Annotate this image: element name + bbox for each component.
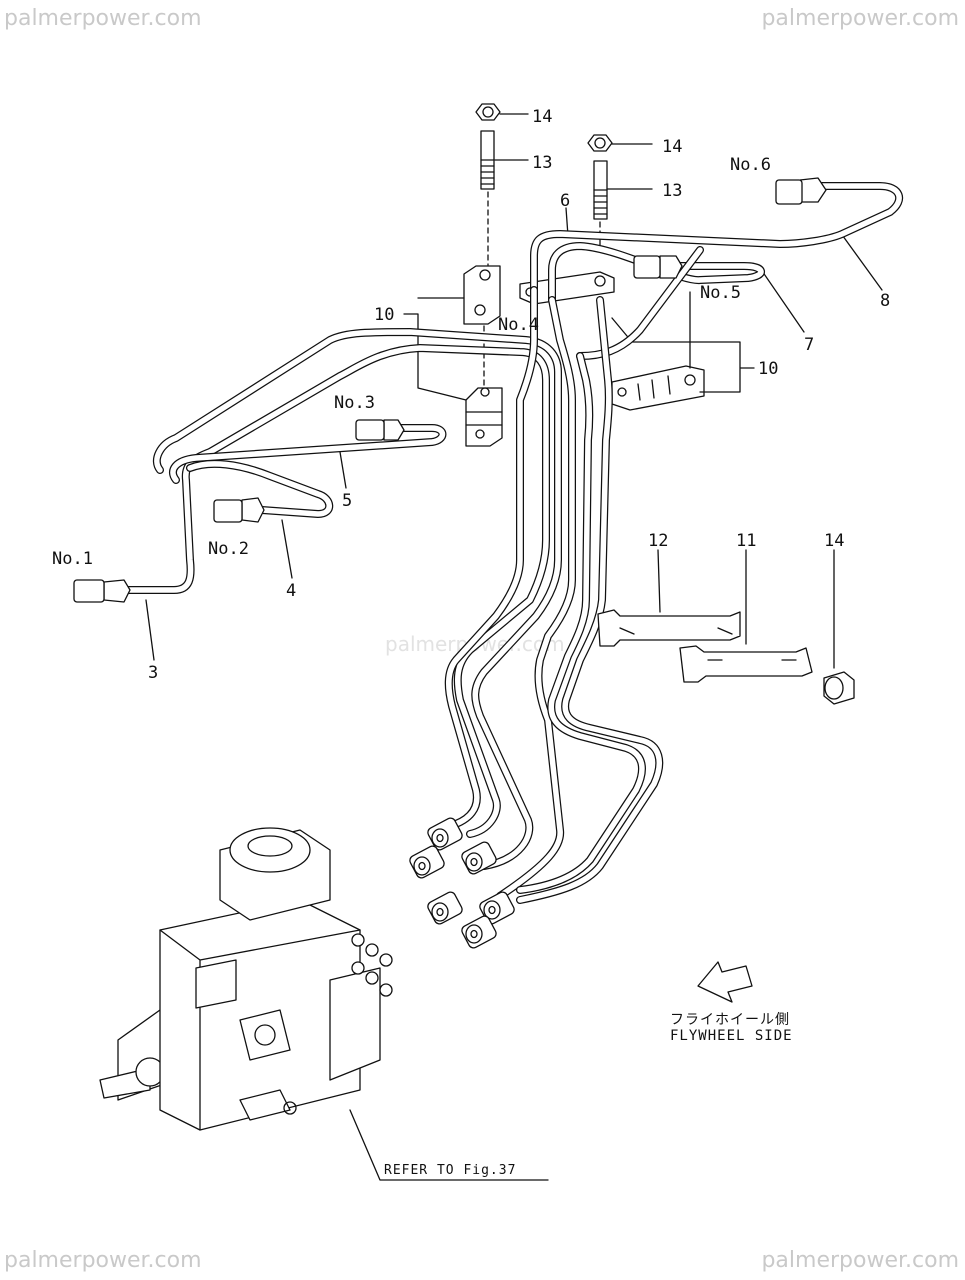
- label-no6: No.6: [730, 155, 771, 175]
- leader-refer: [349, 1109, 549, 1181]
- leader-4: [281, 519, 293, 579]
- leader-10b: [611, 291, 755, 393]
- leader-7: [759, 267, 805, 333]
- nut-14-left: [475, 103, 501, 121]
- watermark-top-left: palmerpower.com: [4, 6, 202, 31]
- nut-14-right: [587, 134, 613, 152]
- callout-7: 7: [804, 335, 814, 355]
- callout-10-right: 10: [758, 359, 778, 379]
- callout-5: 5: [342, 491, 352, 511]
- callout-14-upper-left: 14: [532, 107, 552, 127]
- pipe-5-outline: [168, 424, 447, 484]
- callout-3: 3: [148, 663, 158, 683]
- label-no1: No.1: [52, 549, 93, 569]
- leader-12: [657, 549, 661, 613]
- watermark-bottom-right: palmerpower.com: [761, 1248, 959, 1273]
- bolt-13-left: [480, 130, 495, 190]
- clamp-10-upper: [463, 265, 501, 325]
- callout-8: 8: [880, 291, 890, 311]
- callout-12: 12: [648, 531, 668, 551]
- leader-8: [839, 231, 883, 291]
- label-no5: No.5: [700, 283, 741, 303]
- callout-11: 11: [736, 531, 756, 551]
- callout-14-upper-right: 14: [662, 137, 682, 157]
- leader-3: [145, 599, 155, 661]
- pipe-nut-no1: [73, 579, 131, 603]
- callout-13-upper-left: 13: [532, 153, 552, 173]
- pipe-nut-no3: [355, 419, 405, 441]
- injection-pump: [99, 827, 393, 1131]
- flywheel-side-en: FLYWHEEL SIDE: [670, 1028, 793, 1044]
- callout-10-left: 10: [374, 305, 394, 325]
- clamp-plate-11: [679, 645, 813, 683]
- label-no3: No.3: [334, 393, 375, 413]
- flywheel-side-jp: フライホイール側: [670, 1012, 790, 1028]
- clamp-10-right: [611, 365, 705, 411]
- grommet-14: [823, 671, 855, 705]
- bolt-13-right: [593, 160, 608, 220]
- watermark-bottom-left: palmerpower.com: [4, 1248, 202, 1273]
- flywheel-side-arrow-icon: [697, 961, 753, 1003]
- label-no4: No.4: [498, 315, 539, 335]
- callout-4: 4: [286, 581, 296, 601]
- pump-end-nuts: [409, 817, 515, 949]
- label-no2: No.2: [208, 539, 249, 559]
- pipe-nut-no2: [213, 497, 265, 523]
- pipe-nut-no6: [775, 177, 827, 205]
- refer-to-fig-label: REFER TO Fig.37: [384, 1163, 516, 1178]
- callout-13-upper-right: 13: [662, 181, 682, 201]
- callout-14-grommet: 14: [824, 531, 844, 551]
- clamp-plate-12: [597, 609, 741, 647]
- watermark-top-right: palmerpower.com: [761, 6, 959, 31]
- clamp-10-lower: [465, 387, 503, 447]
- clamp-10-top-bar: [519, 271, 615, 305]
- callout-6: 6: [560, 191, 570, 211]
- pipe-nut-no5: [633, 255, 683, 279]
- leader-5: [339, 451, 347, 489]
